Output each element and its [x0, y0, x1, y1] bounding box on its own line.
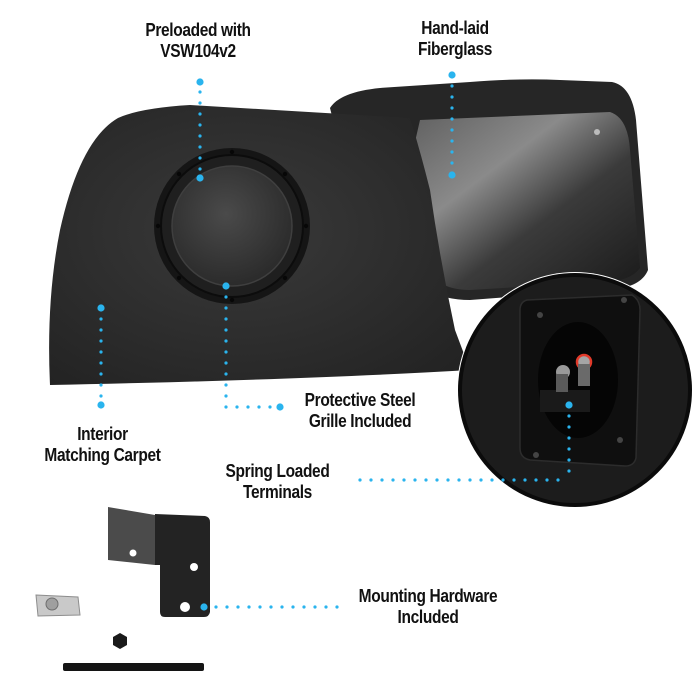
terminal-cup-inset — [457, 272, 693, 508]
callout-fiberglass-line2: Fiberglass — [417, 39, 492, 59]
callout-leaders — [97, 71, 573, 611]
callout-hardware-line2: Included — [397, 607, 459, 627]
callout-fiberglass: Hand-laid Fiberglass — [403, 18, 506, 60]
callout-grille-line2: Grille Included — [308, 411, 412, 431]
callout-hardware: Mounting Hardware Included — [351, 586, 506, 628]
hex-nut — [113, 633, 127, 649]
threaded-rod — [63, 663, 204, 671]
callout-terminals-line1: Spring Loaded — [225, 461, 330, 481]
callout-preloaded: Preloaded with VSW104v2 — [129, 20, 267, 62]
callout-grille: Protective Steel Grille Included — [296, 390, 425, 432]
mounting-hardware — [35, 507, 210, 671]
callout-carpet: Interior Matching Carpet — [36, 424, 169, 466]
callout-terminals: Spring Loaded Terminals — [215, 461, 340, 503]
callout-grille-line1: Protective Steel — [304, 390, 416, 410]
callout-preloaded-line2: VSW104v2 — [160, 41, 236, 61]
callout-carpet-line1: Interior — [77, 424, 128, 444]
subwoofer-enclosure — [49, 105, 470, 385]
callout-terminals-line2: Terminals — [243, 482, 312, 502]
callout-hardware-line1: Mounting Hardware — [358, 586, 498, 606]
u-clip-nut — [35, 594, 81, 617]
callout-carpet-line2: Matching Carpet — [44, 445, 161, 465]
callout-fiberglass-line1: Hand-laid — [421, 18, 489, 38]
callout-preloaded-line1: Preloaded with — [145, 20, 251, 40]
